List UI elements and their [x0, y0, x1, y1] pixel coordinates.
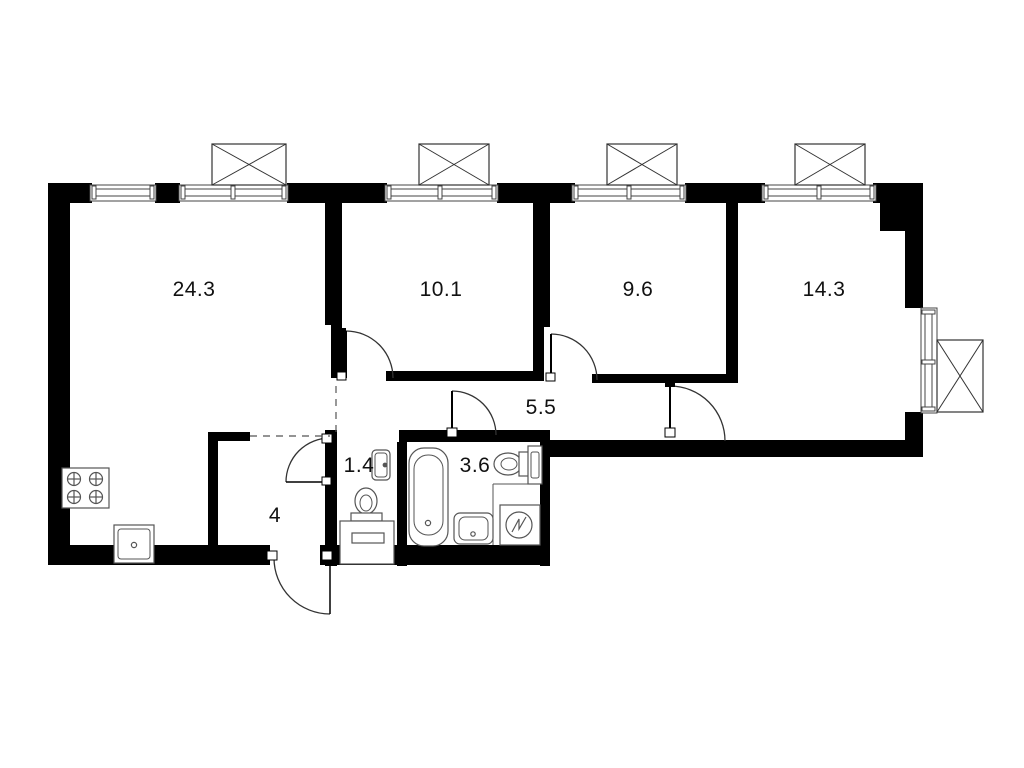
wall-hall-top	[208, 432, 250, 441]
wall-bedroom1-bedroom2	[533, 183, 550, 327]
door-bathroom[interactable]	[446, 390, 497, 438]
window-bedroom-1[interactable]	[384, 143, 499, 202]
door-toilet[interactable]	[285, 433, 333, 486]
room-label-bathroom: 3.6	[459, 454, 491, 477]
wall-toilet-bath-divider	[397, 442, 407, 566]
room-label-hallway: 4	[268, 504, 282, 527]
balcony-door-right[interactable]	[920, 307, 984, 414]
wall-bath-right	[540, 442, 550, 566]
doors	[266, 328, 726, 615]
room-label-living-room: 24.3	[172, 278, 216, 301]
water-heater	[527, 445, 543, 485]
wall-top-seg-5	[685, 183, 765, 203]
balcony-panel-bedroom-2	[606, 143, 678, 186]
toilet-bowl-wc	[350, 487, 383, 522]
wall-living-bedroom1	[325, 183, 342, 325]
balcony-panel-living	[211, 143, 287, 186]
windows	[89, 143, 984, 414]
door-bedroom-3[interactable]	[664, 378, 726, 442]
wall-right-main	[905, 183, 923, 308]
wc-cabinet	[339, 520, 395, 565]
toilet-bowl-bath	[493, 451, 530, 477]
wall-bottom-right	[548, 440, 923, 457]
bath-partition-outline	[492, 483, 540, 545]
kitchen-stove	[61, 467, 110, 509]
room-label-corridor: 5.5	[525, 396, 557, 419]
balcony-panel-bedroom-1	[418, 143, 490, 186]
wall-right-lower	[905, 412, 923, 457]
bathtub	[408, 447, 449, 547]
window-living-small[interactable]	[89, 184, 157, 202]
washing-machine	[499, 504, 541, 546]
window-bedroom-2[interactable]	[571, 143, 687, 202]
wall-bedroom1-bedroom2-jamb	[533, 327, 544, 378]
wall-bath-top	[399, 430, 550, 442]
room-label-bedroom-1: 10.1	[419, 278, 463, 301]
wall-hall-left	[208, 432, 218, 547]
passage-guides	[250, 386, 337, 437]
balcony-panel-right	[936, 339, 984, 413]
wall-bedroom1-bottom	[386, 371, 544, 381]
wall-living-bedroom1-jamb	[331, 325, 342, 378]
wall-bedroom2-bedroom3	[726, 183, 738, 380]
door-bedroom-1-left[interactable]	[336, 328, 394, 381]
balcony-panel-bedroom-3	[794, 143, 866, 186]
wall-bottom-left	[48, 545, 270, 565]
kitchen-sink	[113, 524, 155, 564]
wc-sink	[371, 449, 391, 481]
fixtures	[61, 445, 543, 565]
door-bedroom-2[interactable]	[545, 333, 598, 382]
window-living-large[interactable]	[178, 143, 289, 202]
washbasin	[453, 512, 494, 545]
window-bedroom-3[interactable]	[761, 143, 877, 202]
room-label-bedroom-3: 14.3	[802, 278, 846, 301]
wall-top-seg-2	[155, 183, 180, 203]
entry-door[interactable]	[266, 550, 333, 615]
room-label-toilet: 1.4	[343, 454, 375, 477]
room-label-bedroom-2: 9.6	[622, 278, 654, 301]
